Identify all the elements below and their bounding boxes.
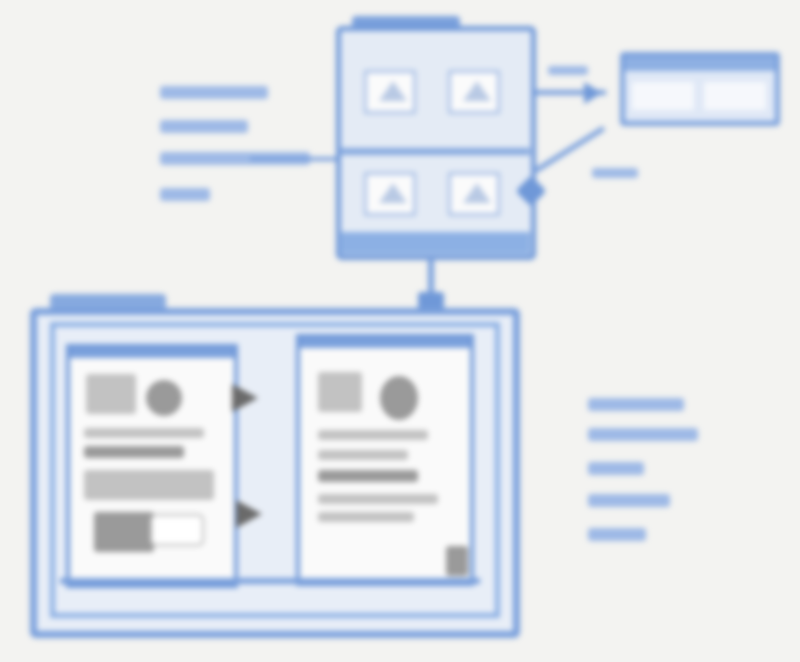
arrowhead-icon [236,500,262,528]
connector-window-to-frame [428,258,434,310]
pencil-sketch [446,546,468,576]
pencil-sketch [94,512,154,552]
right-note-line-1 [588,398,684,411]
right-page-header [300,338,470,348]
connector-notes-to-window [250,157,340,161]
pencil-sketch [84,446,184,458]
connector-note-to-window [534,125,606,173]
side-panel-header [625,57,775,71]
connector-window-to-panel [536,90,606,95]
left-note-line-1 [160,86,268,99]
big-frame-tab [50,294,166,312]
image-placeholder-icon [364,70,416,114]
frame-bottom-bar [60,578,480,584]
side-panel-cell [632,82,694,110]
pencil-sketch [318,470,418,482]
left-note-line-4 [160,188,210,201]
pencil-sketch [318,512,414,522]
pencil-sketch [318,450,408,460]
pencil-sketch [86,374,136,414]
right-note-line-3 [588,462,644,475]
left-note-line-3 [160,152,310,165]
image-placeholder-icon [364,172,416,216]
pencil-sketch [146,380,182,416]
top-window-footer [340,232,530,254]
left-note-line-2 [160,120,248,133]
pencil-sketch [318,430,428,440]
side-note-line [592,168,638,178]
connector-note [548,66,588,75]
image-placeholder-icon [448,172,500,216]
pencil-sketch [84,470,214,500]
pencil-sketch [380,376,418,420]
pencil-sketch [84,428,204,438]
top-window-divider [340,148,530,155]
right-note-line-2 [588,428,698,441]
top-window-sketch [336,26,536,260]
side-panel-cell [704,82,766,110]
pencil-sketch [150,514,204,546]
arrowhead-icon [418,292,444,310]
right-note-line-5 [588,528,646,541]
arrowhead-icon [232,384,258,412]
right-note-line-4 [588,494,670,507]
inner-frame [50,322,500,618]
pencil-sketch [318,494,438,504]
image-placeholder-icon [448,70,500,114]
left-page-header [70,348,234,358]
pencil-sketch [318,372,362,412]
arrowhead-icon [584,82,602,104]
